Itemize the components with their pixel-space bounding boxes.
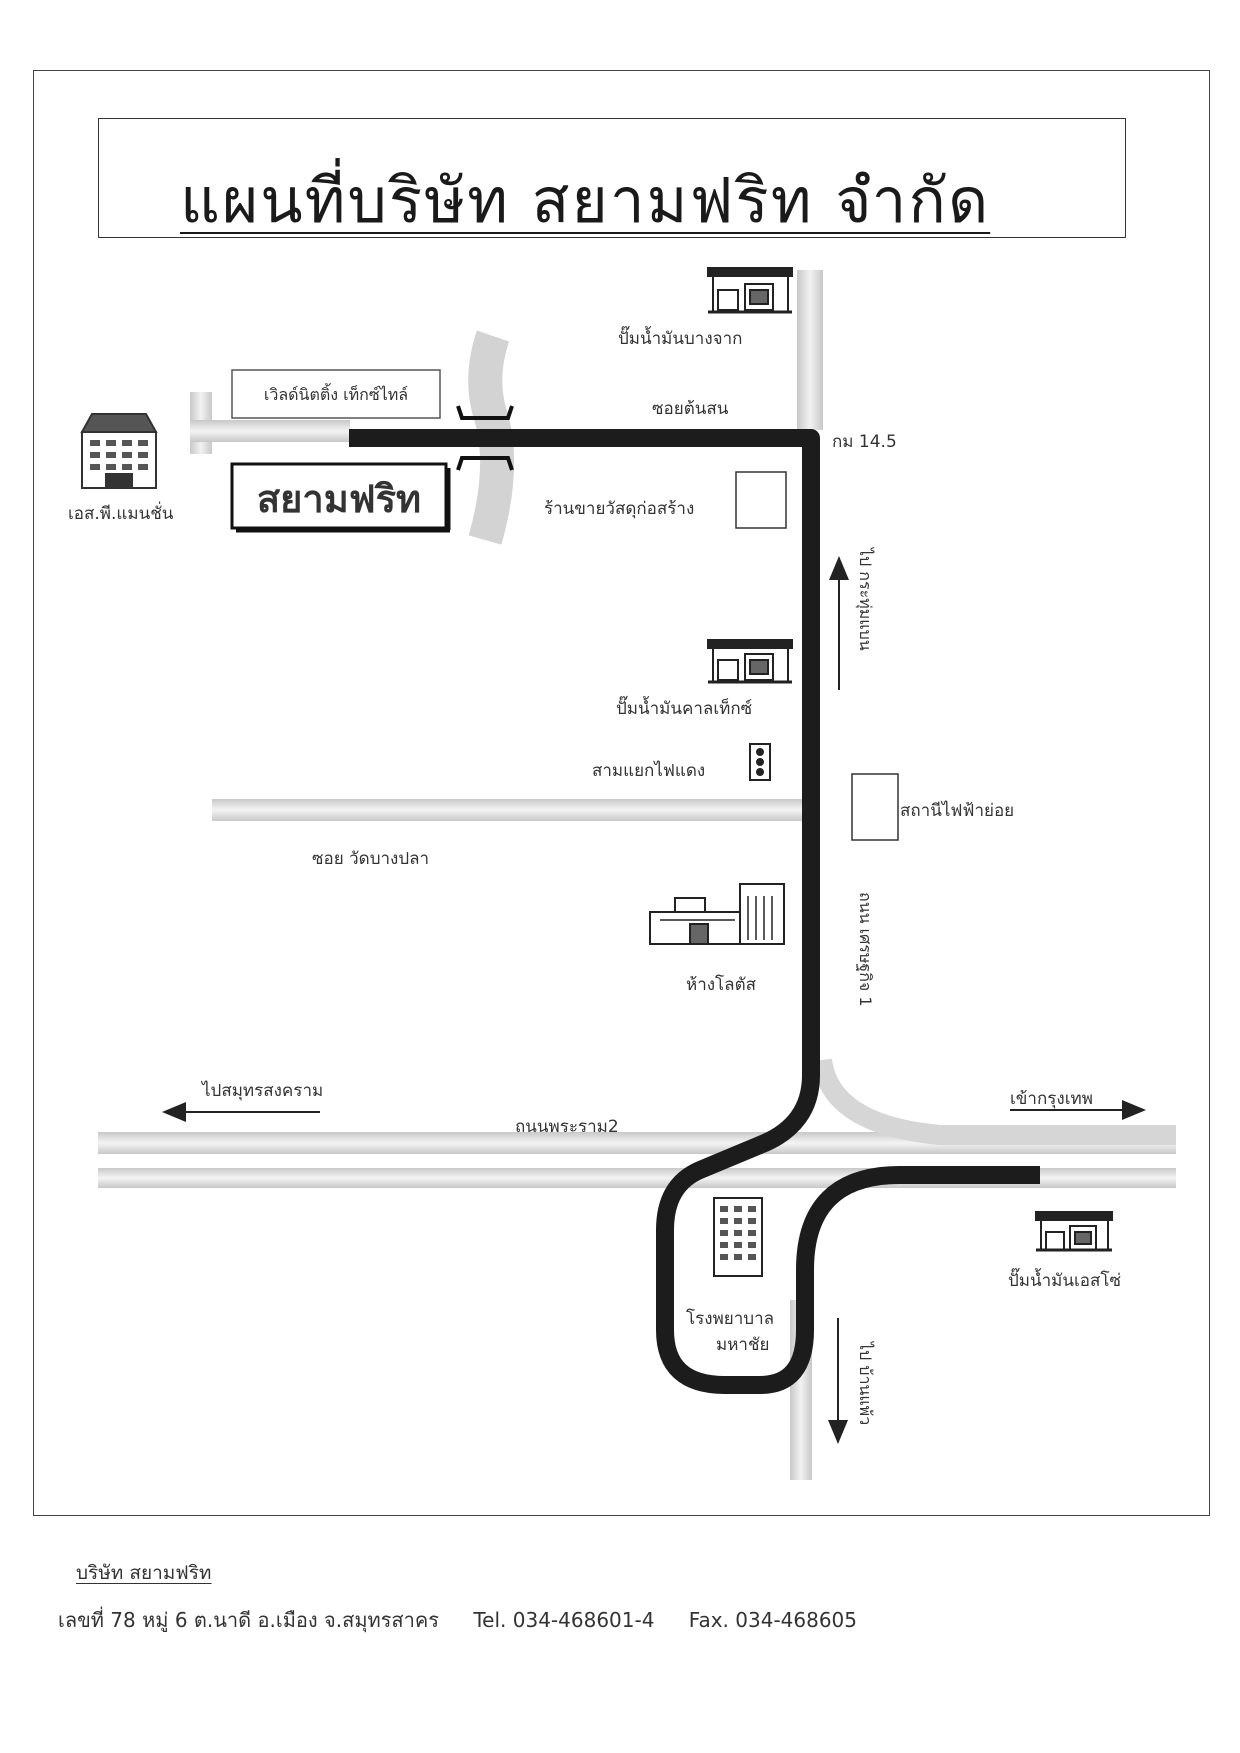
secondary-roads (98, 270, 1176, 1480)
substation-box (851, 773, 899, 841)
footer-contact: เลขที่ 78 หมู่ 6 ต.นาดี อ.เมือง จ.สมุทรส… (58, 1604, 885, 1636)
km-label: กม 14.5 (832, 432, 897, 452)
soi-wat-label: ซอย วัดบางปลา (312, 849, 429, 869)
soi-wat-road (212, 799, 817, 821)
footer-fax: Fax. 034-468605 (688, 1608, 858, 1632)
soi-tonson-label: ซอยต้นสน (652, 399, 729, 419)
world-knitting-box (231, 369, 441, 419)
gas-station-icon (707, 267, 793, 314)
traffic-light-icon (749, 743, 771, 781)
bridge-icon (456, 405, 514, 471)
mall-icon (649, 883, 785, 945)
bangchak-label: ปั๊มน้ำมันบางจาก (618, 325, 742, 349)
setthakit-curve-road (812, 1058, 1176, 1145)
main-route (349, 429, 1040, 1394)
lotus-label: ห้างโลตัส (686, 974, 757, 995)
footer-address: เลขที่ 78 หมู่ 6 ต.นาดี อ.เมือง จ.สมุทรส… (58, 1608, 439, 1632)
gas-station-icon (707, 639, 793, 684)
caltex-label: ปั๊มน้ำมันคาลเท็กซ์ (616, 695, 752, 719)
gas-station-icon (1035, 1211, 1113, 1252)
hardware-store-label: ร้านขายวัสดุก่อสร้าง (544, 499, 694, 519)
setthakit-road-label: ถนน เศรษฐกิจ 1 (856, 892, 875, 1007)
north-road (797, 270, 823, 430)
krathum-baen-label: ไป กระทุ่มแบน (855, 546, 875, 651)
rama2-label: ถนนพระราม2 (515, 1117, 619, 1137)
building-icon (80, 413, 158, 489)
company-marker-label: สยามฟริท (257, 477, 421, 521)
title-box (98, 118, 1126, 238)
samut-songkhram-label: ไปสมุทรสงคราม (200, 1080, 323, 1101)
ban-phaeo-label: ไป บ้านแพ้ว (856, 1340, 875, 1425)
map-frame (33, 70, 1210, 1516)
hospital-icon (713, 1197, 763, 1277)
esso-label: ปั๊มน้ำมันเอสโซ่ (1008, 1267, 1121, 1291)
traffic-light-label: สามแยกไฟแดง (592, 760, 705, 781)
canal (468, 330, 515, 545)
map-title: แผนที่บริษัท สยามฟริท จำกัด (180, 164, 991, 237)
footer-company: บริษัท สยามฟริท (76, 1562, 212, 1584)
hospital-label-line1: โรงพยาบาล (686, 1308, 774, 1329)
bangkok-label: เข้ากรุงเทพ (1010, 1089, 1093, 1109)
sp-mansion-label: เอส.พี.แมนชั่น (68, 501, 174, 524)
company-marker: สยามฟริท (230, 462, 451, 533)
world-knitting-label: เวิลด์นิตติ้ง เท็กซ์ไทล์ (264, 383, 408, 404)
hardware-store-box (735, 471, 787, 529)
hospital-label-line2: มหาชัย (716, 1335, 769, 1355)
route-soi-tonson (349, 429, 1040, 1394)
footer-tel: Tel. 034-468601-4 (473, 1608, 655, 1632)
substation-label: สถานีไฟฟ้าย่อย (900, 800, 1014, 821)
stub-road-east (190, 420, 350, 442)
